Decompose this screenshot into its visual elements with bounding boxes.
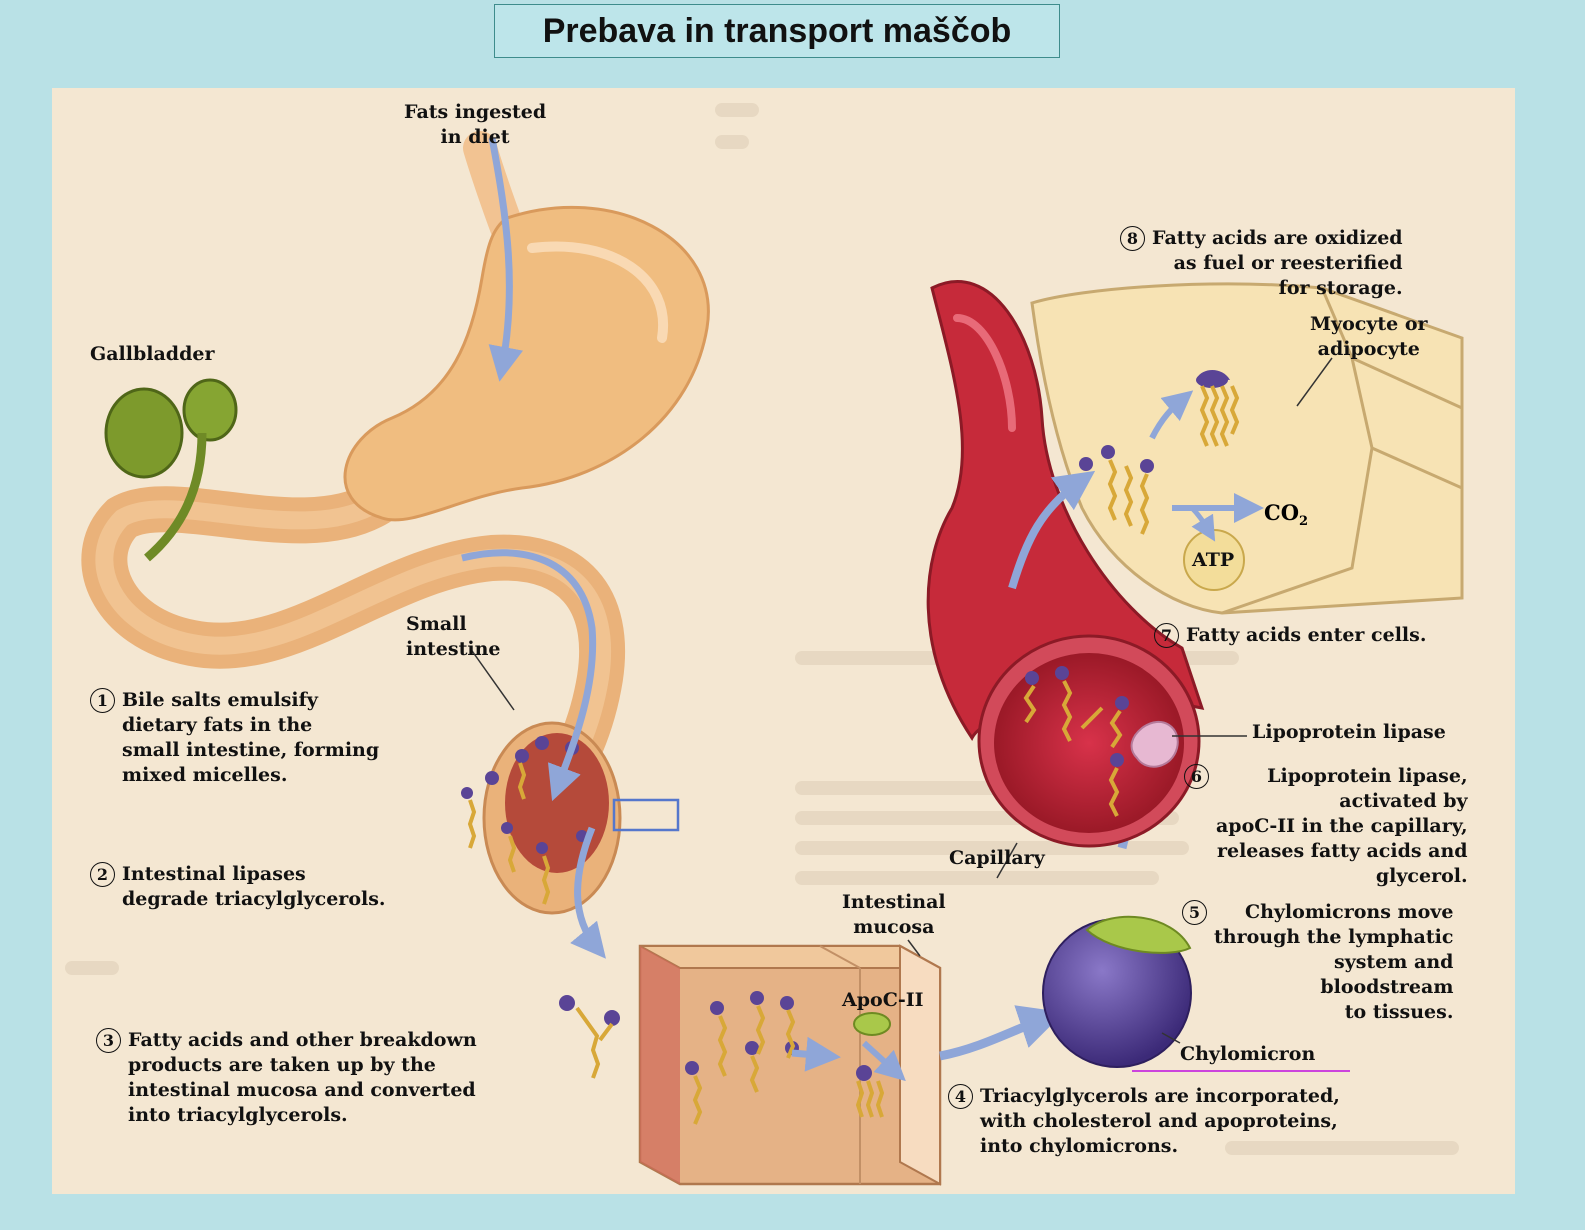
step-4-text: Triacylglycerols are incorporated,with c…: [980, 1084, 1340, 1159]
step-number: 4: [948, 1084, 973, 1109]
intestinal-mucosa-block: [559, 946, 940, 1184]
label-co2: CO2: [1264, 500, 1308, 529]
step-number: 5: [1182, 900, 1207, 925]
label-apoc2: ApoC-II: [842, 988, 923, 1013]
step-number: 7: [1154, 623, 1179, 648]
step-number: 6: [1184, 764, 1209, 789]
arrow-to-chylomicron: [940, 1018, 1047, 1056]
label-atp: ATP: [1192, 548, 1234, 573]
step-number: 8: [1120, 226, 1145, 251]
co2-text: CO: [1264, 500, 1299, 525]
step-number: 3: [96, 1028, 121, 1053]
step-4: 4 Triacylglycerols are incorporated,with…: [948, 1084, 1340, 1159]
label-lipoprotein-lipase: Lipoprotein lipase: [1252, 720, 1446, 745]
stomach-and-intestine: [104, 148, 708, 913]
page-title: Prebava in transport maščob: [494, 4, 1060, 58]
label-chylomicron: Chylomicron: [1180, 1042, 1315, 1067]
step-number: 1: [90, 688, 115, 713]
label-capillary: Capillary: [949, 846, 1045, 871]
step-7-text: Fatty acids enter cells.: [1186, 623, 1426, 648]
co2-subscript: 2: [1299, 514, 1308, 529]
step-number: 2: [90, 862, 115, 887]
step-7: 7 Fatty acids enter cells.: [1154, 623, 1426, 648]
label-gallbladder: Gallbladder: [90, 342, 214, 367]
